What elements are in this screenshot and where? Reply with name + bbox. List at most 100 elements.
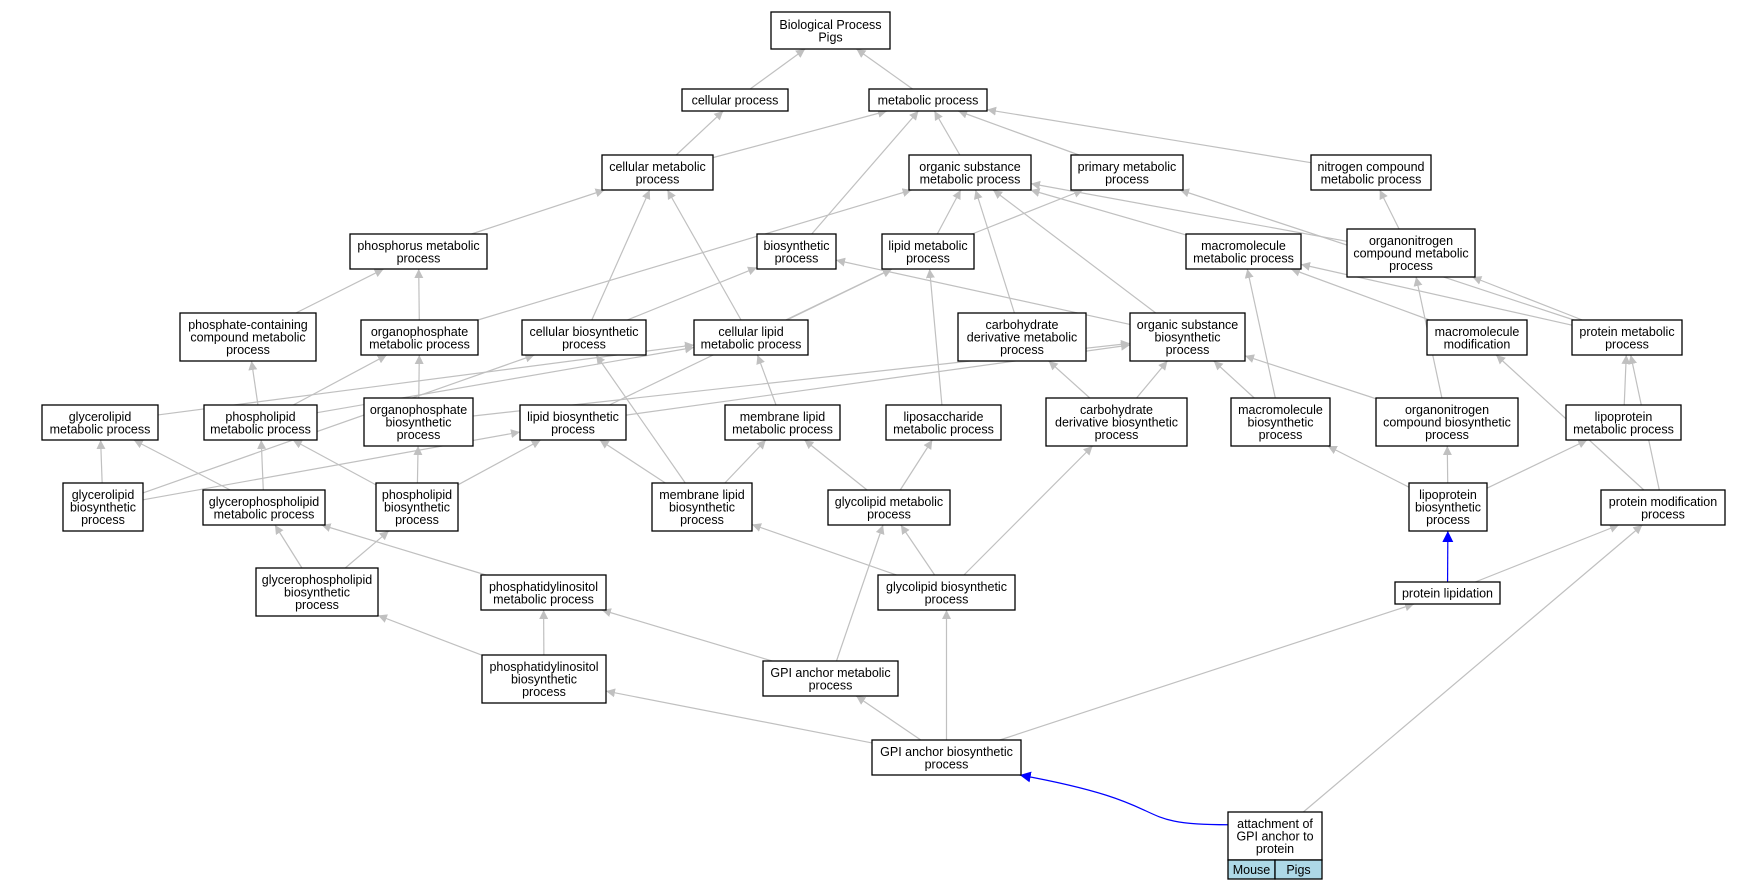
go-term-box[interactable]	[519, 404, 627, 441]
go-term-box[interactable]	[724, 404, 841, 441]
go-term-box[interactable]	[62, 482, 144, 532]
go-term-box[interactable]	[651, 482, 753, 532]
go-term-node-plip[interactable]: protein lipidation	[1394, 581, 1501, 605]
go-term-box[interactable]	[601, 154, 714, 191]
go-term-box[interactable]	[349, 233, 488, 270]
go-term-box[interactable]	[41, 404, 159, 441]
go-term-box[interactable]	[255, 567, 379, 617]
go-term-box[interactable]	[681, 88, 789, 112]
go-term-box[interactable]	[481, 654, 607, 704]
is-a-edge-mbp-to-osbp	[1213, 360, 1255, 399]
go-term-box[interactable]	[881, 233, 975, 270]
go-term-box[interactable]	[179, 312, 317, 362]
go-term-box[interactable]	[202, 489, 326, 526]
go-term-label-line: protein metabolic	[1579, 325, 1674, 339]
go-term-box[interactable]	[770, 11, 891, 50]
go-term-box[interactable]	[1565, 404, 1682, 441]
is-a-edge-gpiamp-to-pimp	[601, 608, 773, 662]
go-term-box[interactable]	[1185, 233, 1302, 270]
go-term-box[interactable]	[375, 482, 459, 532]
go-term-box[interactable]	[885, 404, 1002, 441]
go-term-box[interactable]	[1375, 397, 1519, 447]
go-term-box[interactable]	[1310, 154, 1432, 191]
go-term-box[interactable]	[1571, 319, 1683, 356]
go-term-box[interactable]	[1070, 154, 1184, 191]
go-term-box[interactable]	[1129, 312, 1246, 362]
go-term-box[interactable]	[1346, 228, 1476, 278]
is-a-edge-cdmp-to-osmp	[973, 189, 1015, 314]
go-term-box[interactable]	[360, 319, 479, 356]
is-a-edge-mlbp-to-cbp	[595, 354, 686, 484]
go-term-box[interactable]	[363, 397, 474, 447]
go-term-box[interactable]	[1230, 397, 1331, 447]
go-term-box[interactable]	[480, 574, 607, 611]
go-term-box[interactable]	[871, 739, 1022, 776]
go-term-box[interactable]	[1426, 319, 1528, 356]
go-term-box[interactable]	[521, 319, 647, 356]
is-a-edge-gpiabp-to-gpiamp	[855, 695, 922, 741]
go-term-box[interactable]	[762, 660, 899, 697]
go-term-box[interactable]	[1227, 811, 1323, 861]
go-term-node-mp[interactable]: metabolic process	[868, 88, 988, 112]
go-term-box[interactable]	[1045, 397, 1188, 447]
go-term-box[interactable]	[827, 489, 951, 526]
go-term-label-line: organic substance	[919, 160, 1021, 174]
go-term-box[interactable]	[756, 233, 837, 270]
go-term-box[interactable]	[203, 404, 318, 441]
go-term-box[interactable]	[1408, 482, 1488, 532]
go-term-box[interactable]	[693, 319, 809, 356]
is-a-edge-opbp-to-opmp	[414, 354, 424, 399]
go-term-box[interactable]	[908, 154, 1032, 191]
go-term-box[interactable]	[868, 88, 988, 112]
go-term-label-line: process	[867, 507, 911, 521]
is-a-edge-mlbp-to-lbp	[599, 439, 666, 484]
go-term-box[interactable]	[957, 312, 1087, 362]
go-term-box[interactable]	[877, 574, 1016, 611]
go-term-node-cp[interactable]: cellular process	[681, 88, 789, 112]
go-term-box[interactable]	[1600, 489, 1726, 526]
go-term-box[interactable]	[1394, 581, 1501, 605]
